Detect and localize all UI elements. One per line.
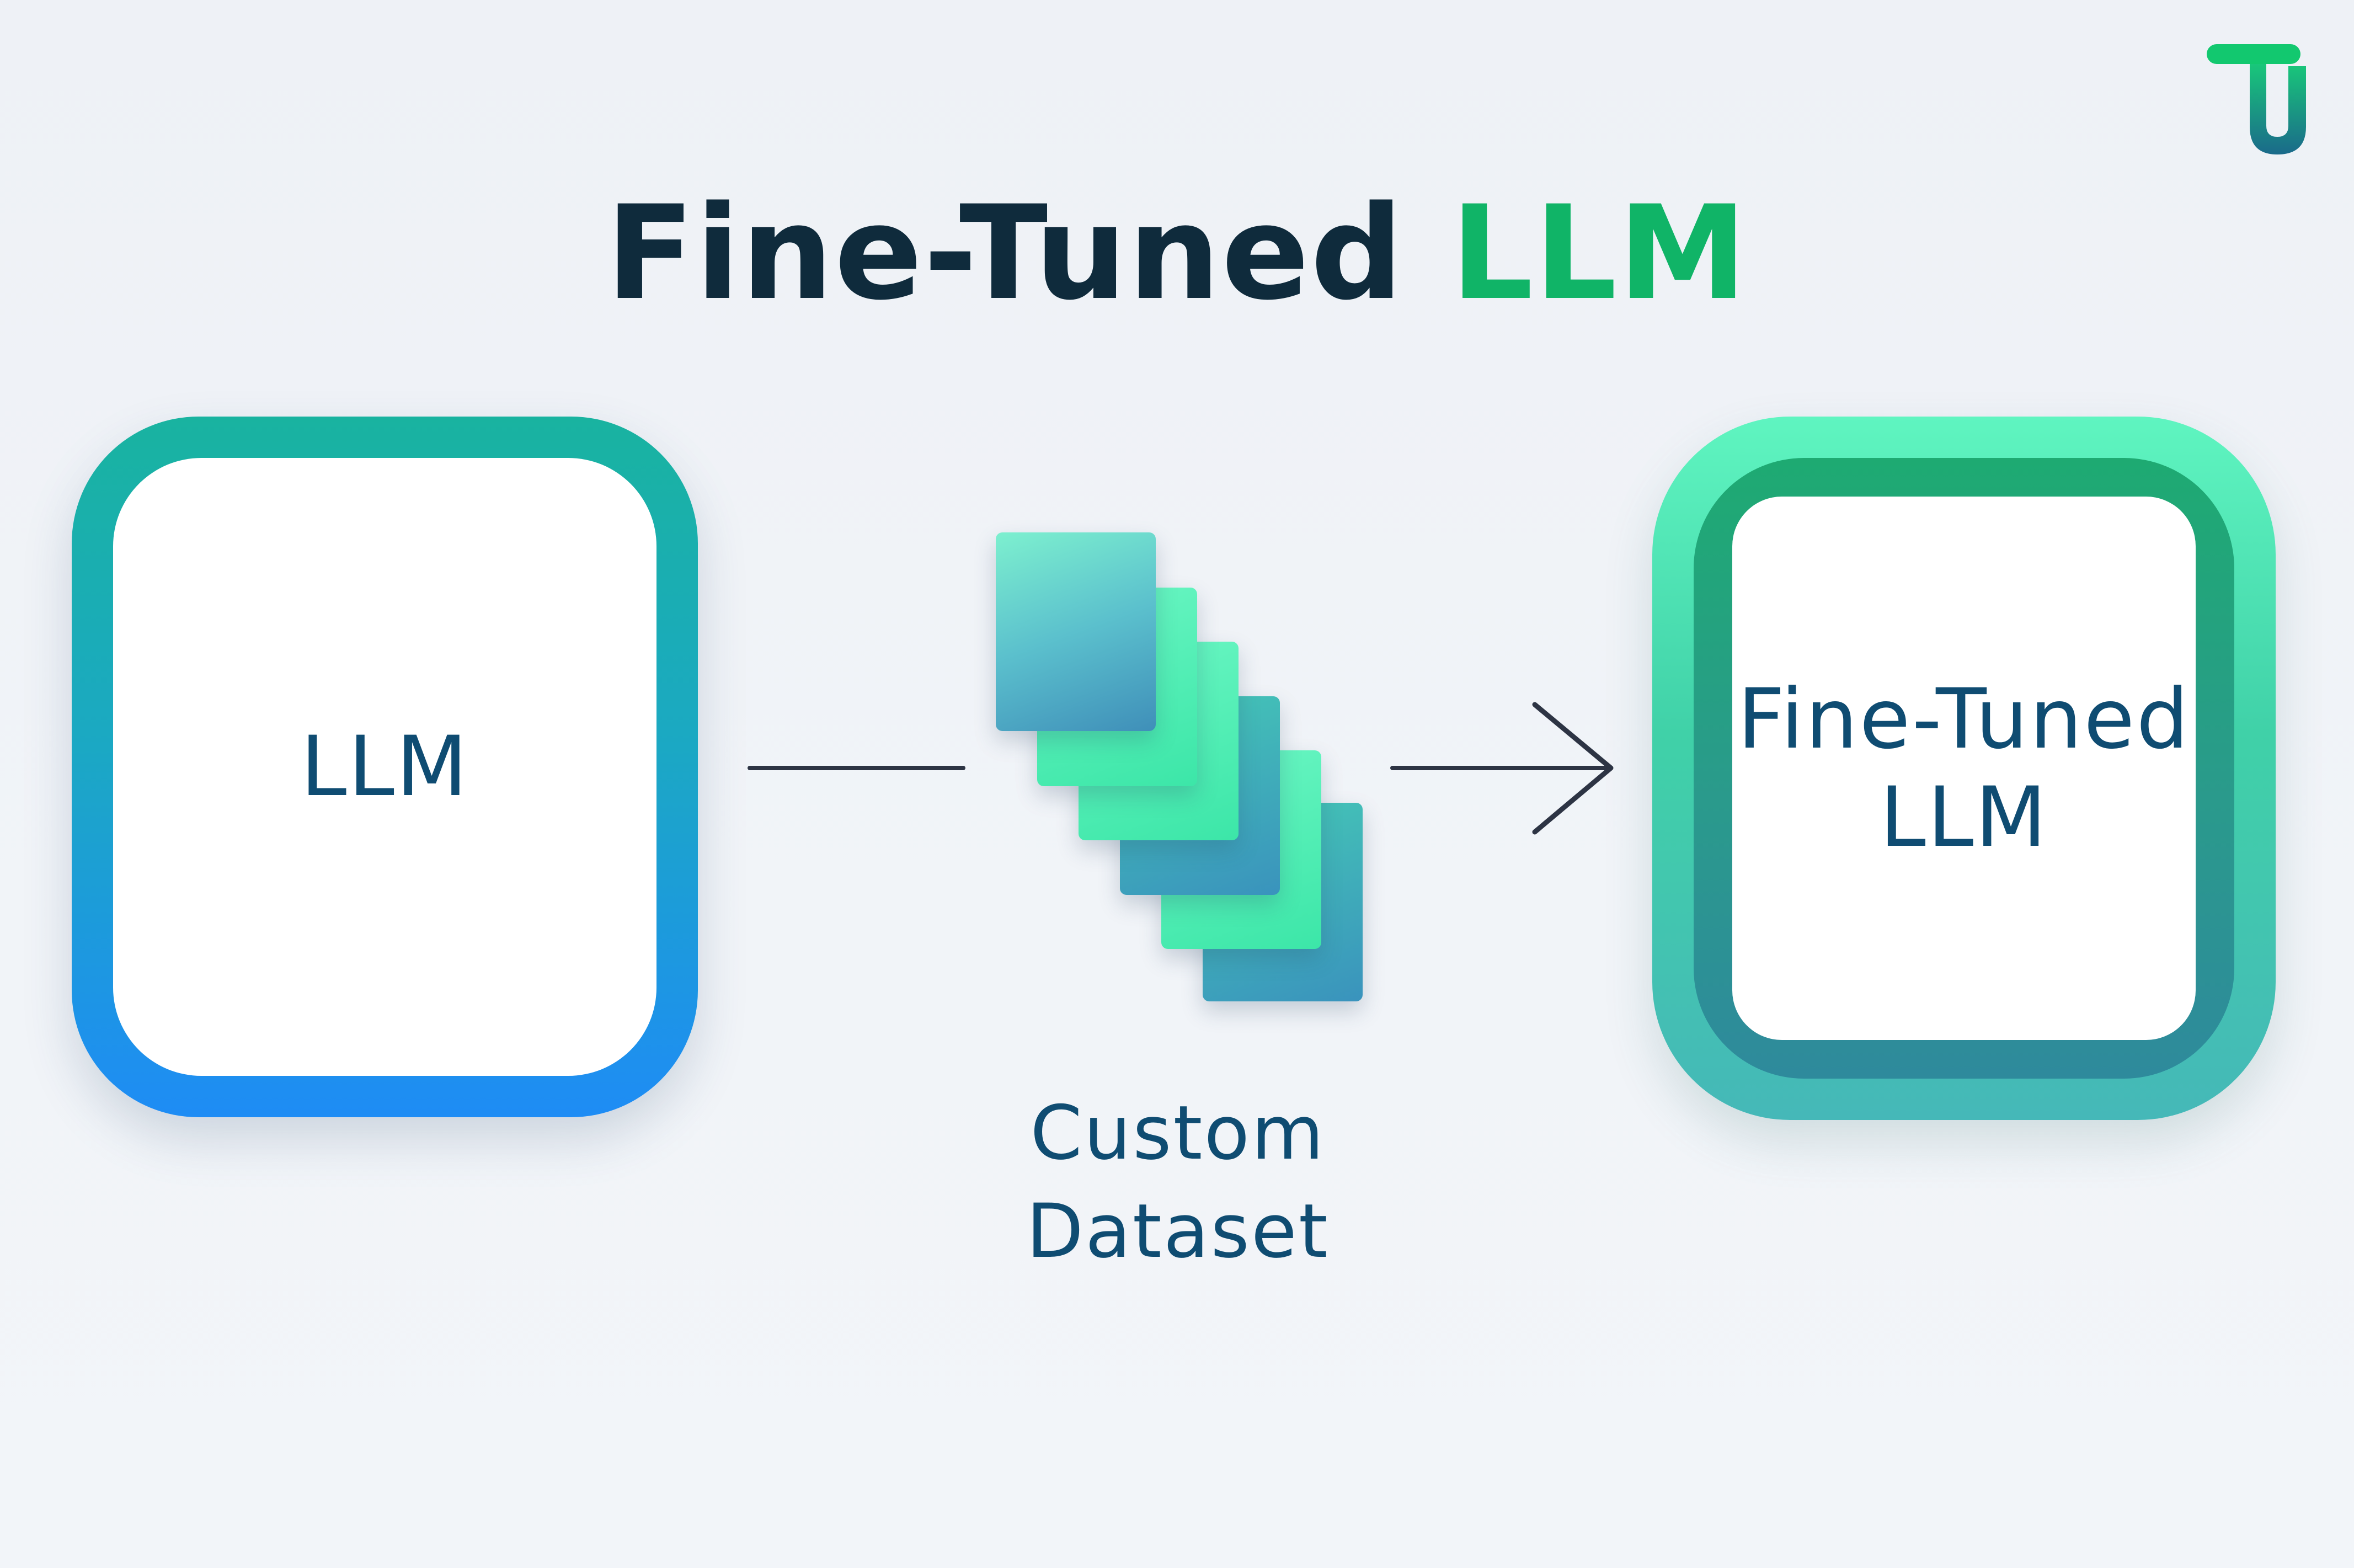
fine-tuned-llm-node-body: Fine-Tuned LLM — [1732, 497, 2196, 1040]
arrow-right-icon — [1532, 702, 1614, 835]
diagram-title: Fine-Tuned LLM — [0, 182, 2354, 326]
dataset-label-line2: Dataset — [1026, 1188, 1330, 1274]
dataset-label-line1: Custom — [1030, 1090, 1326, 1176]
connector-line-right — [1390, 766, 1611, 770]
dataset-label: Custom Dataset — [1012, 1084, 1343, 1281]
brand-logo-icon — [2207, 44, 2306, 154]
base-llm-node: LLM — [72, 417, 698, 1117]
fine-tuned-llm-label-line1: Fine-Tuned — [1737, 671, 2191, 767]
base-llm-node-body: LLM — [113, 458, 656, 1076]
title-text-dark: Fine-Tuned — [606, 178, 1451, 329]
dataset-card-top — [996, 532, 1156, 731]
connector-line-left — [748, 766, 965, 770]
fine-tuned-llm-label-line2: LLM — [1880, 769, 2048, 866]
fine-tuned-llm-node: Fine-Tuned LLM — [1652, 417, 2276, 1120]
fine-tuned-llm-label: Fine-Tuned LLM — [1737, 670, 2190, 867]
title-text-accent: LLM — [1450, 178, 1748, 329]
base-llm-label: LLM — [300, 719, 469, 815]
